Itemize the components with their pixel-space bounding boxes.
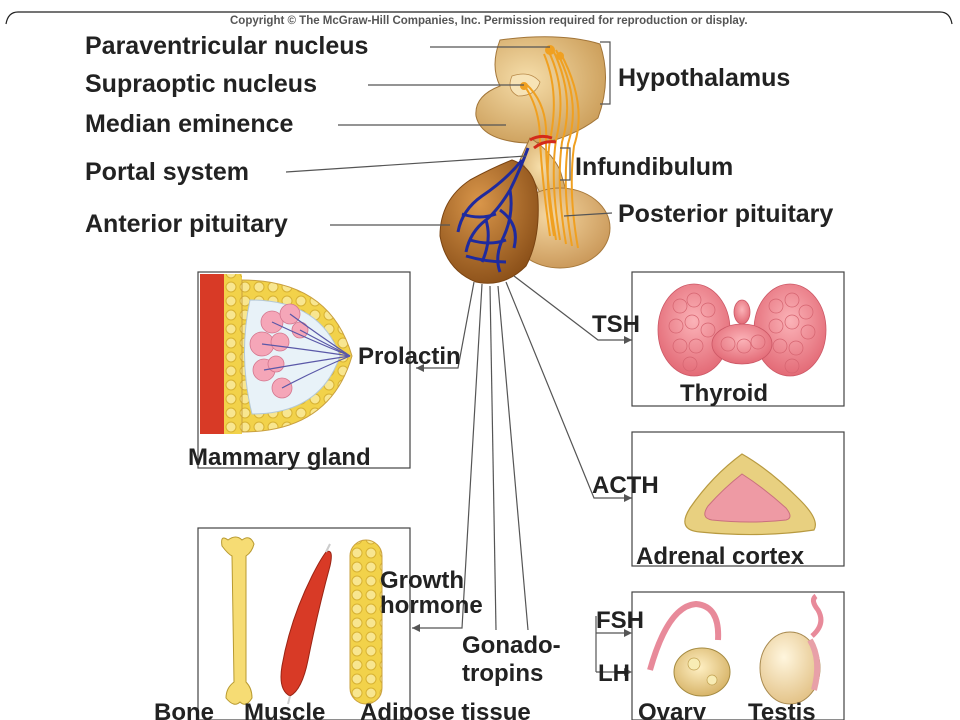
- leader-posterior-pituitary: [563, 212, 613, 217]
- gonads-panel: FSH LH Ovary Testis: [596, 591, 845, 720]
- label-ovary: Ovary: [638, 699, 707, 720]
- label-anterior-pituitary: Anterior pituitary: [85, 210, 288, 238]
- bone-illustration: [221, 536, 255, 705]
- spermatic-cord: [810, 593, 824, 638]
- label-supraoptic-nucleus: Supraoptic nucleus: [85, 70, 317, 98]
- label-adrenal-cortex: Adrenal cortex: [636, 543, 805, 570]
- label-thyroid: Thyroid: [680, 380, 768, 407]
- bracket-hypothalamus: [600, 41, 611, 105]
- label-adipose-tissue: Adipose tissue: [360, 699, 531, 720]
- lactiferous-ducts: [261, 313, 351, 389]
- label-median-eminence: Median eminence: [85, 110, 293, 138]
- label-infundibulum: Infundibulum: [575, 153, 733, 181]
- pathway-growth-hormone: [412, 283, 483, 629]
- arrow-acth: [624, 494, 632, 502]
- thyroid-follicles: [668, 292, 816, 374]
- arrow-prolactin: [416, 364, 424, 372]
- thyroid-gland: [657, 283, 827, 377]
- thyroid-panel: TSH Thyroid: [592, 271, 845, 407]
- label-mammary-gland: Mammary gland: [188, 444, 371, 471]
- leader-portal-system: [285, 155, 527, 173]
- label-acth: ACTH: [592, 472, 659, 499]
- pathway-gonadotropins-a: [489, 285, 497, 631]
- label-paraventricular-nucleus: Paraventricular nucleus: [85, 32, 368, 60]
- label-hypothalamus: Hypothalamus: [618, 64, 790, 92]
- muscle-tendon-bottom: [287, 695, 291, 705]
- adrenal-medulla: [704, 473, 791, 523]
- hormone-pathways: [412, 275, 632, 676]
- arrow-growth-hormone: [412, 624, 420, 632]
- pathway-prolactin: [416, 281, 475, 369]
- slide-border: [18, 11, 953, 25]
- epididymis: [807, 638, 821, 691]
- arterial-supply: [529, 134, 557, 150]
- growth-hormone-targets-panel: Growth hormone Bone Muscle Adipose tissu…: [154, 527, 531, 720]
- neurosecretory-fibers: [525, 47, 580, 249]
- uterine-tube: [647, 600, 722, 671]
- label-testis: Testis: [748, 699, 816, 720]
- copyright-notice: Copyright © The McGraw-Hill Companies, I…: [230, 15, 748, 27]
- label-portal-system: Portal system: [85, 158, 249, 186]
- label-lh: LH: [598, 660, 630, 687]
- slide-border-left: [5, 11, 19, 25]
- paraventricular-cell-body-2: [556, 52, 564, 60]
- ovary-illustration: [673, 647, 731, 697]
- label-growth-hormone-line2: hormone: [380, 592, 483, 619]
- supraoptic-cell-body: [520, 82, 528, 90]
- ovary-follicle: [687, 657, 701, 671]
- label-muscle: Muscle: [244, 699, 325, 720]
- chest-fat-strip: [224, 274, 242, 434]
- arrow-tsh: [624, 336, 632, 344]
- label-posterior-pituitary: Posterior pituitary: [618, 200, 833, 228]
- label-gonadotropins-line2: tropins: [462, 660, 543, 687]
- adipose-illustration: [349, 539, 383, 705]
- hypothalamus-shape: [475, 36, 607, 144]
- label-prolactin: Prolactin: [358, 343, 461, 370]
- mammary-gland-panel: Prolactin Mammary gland: [188, 271, 461, 471]
- label-gonadotropins-line1: Gonado-: [462, 632, 561, 659]
- label-bone: Bone: [154, 699, 214, 720]
- arrow-fsh: [624, 629, 632, 637]
- adrenal-cortex-panel: ACTH Adrenal cortex: [592, 431, 845, 570]
- pathway-tsh: [513, 275, 632, 341]
- label-growth-hormone-line1: Growth: [380, 567, 464, 594]
- anterior-pituitary-lobe: [439, 159, 539, 284]
- label-tsh: TSH: [592, 311, 640, 338]
- ovary-follicle-2: [706, 674, 718, 686]
- pathway-gonadotropins-b: [497, 285, 529, 631]
- label-fsh: FSH: [596, 607, 644, 634]
- hypothalamus-pituitary-illustration: [439, 36, 611, 284]
- portal-vessels: [456, 147, 530, 273]
- chest-muscle: [200, 274, 224, 434]
- arrow-lh: [624, 668, 632, 676]
- pathway-acth: [505, 281, 632, 499]
- muscle-tendon-top: [325, 543, 331, 553]
- bracket-infundibulum: [560, 147, 571, 181]
